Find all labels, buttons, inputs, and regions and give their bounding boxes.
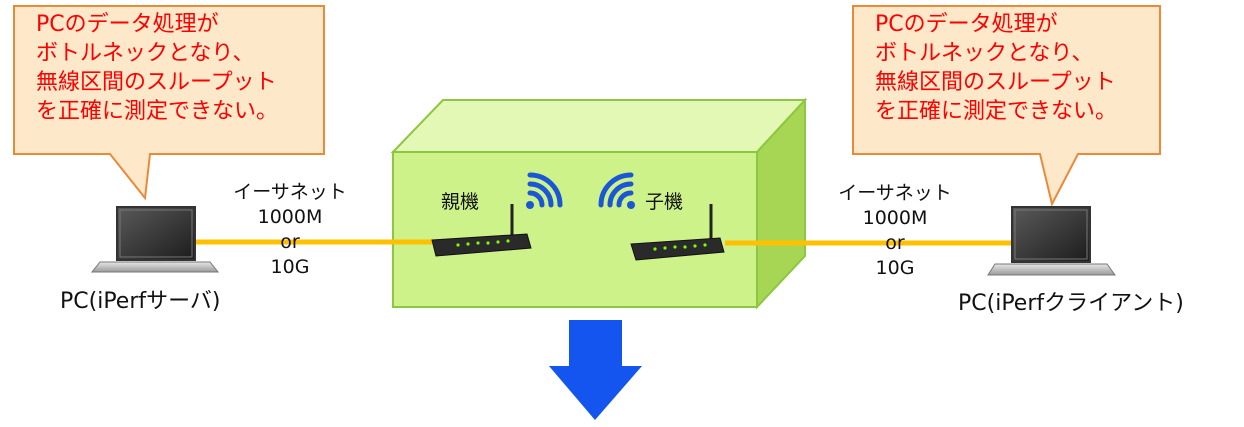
callout-right-line2: ボトルネックとなり、 (875, 41, 1094, 66)
ethernet-left-line1: イーサネット (233, 181, 347, 203)
callout-right-line4: を正確に測定できない。 (875, 99, 1118, 124)
ethernet-left-line2: 1000M (257, 206, 323, 228)
callout-left-line1: PCのデータ処理が (36, 12, 219, 37)
child-unit-label: 子機 (645, 191, 684, 213)
box-top-face (390, 99, 808, 153)
wifi-signal-icon (598, 172, 635, 209)
callout-left-line3: 無線区間のスループット (36, 70, 277, 95)
router-icon (630, 204, 725, 261)
down-arrow-icon (549, 320, 642, 420)
callout-text-right: PCのデータ処理が ボトルネックとなり、 無線区間のスループット を正確に測定で… (875, 10, 1117, 126)
ethernet-right-line4: 10G (875, 257, 915, 279)
callout-bubble-right (852, 5, 1161, 207)
ethernet-label-right: イーサネット 1000M or 10G (820, 181, 970, 281)
test-enclosure-box (390, 97, 808, 310)
callout-right-line3: 無線区間のスループット (875, 70, 1116, 95)
laptop-icon (987, 206, 1116, 276)
laptop-icon (90, 206, 220, 273)
callout-text-left: PCのデータ処理が ボトルネックとなり、 無線区間のスループット を正確に測定で… (36, 10, 278, 126)
wifi-signal-icon (526, 172, 563, 209)
callout-right-line1: PCのデータ処理が (875, 12, 1058, 37)
pc-server-label: PC(iPerfサーバ) (60, 289, 221, 314)
ethernet-label-left: イーサネット 1000M or 10G (215, 180, 365, 280)
ethernet-right-line1: イーサネット (838, 182, 952, 204)
box-front-face (392, 151, 758, 308)
pc-client-label: PC(iPerfクライアント) (958, 291, 1184, 316)
callout-left-line4: を正確に測定できない。 (36, 99, 279, 124)
ethernet-left-line4: 10G (270, 256, 310, 278)
callout-bubble-left (13, 5, 325, 201)
parent-unit-label: 親機 (441, 191, 480, 213)
ethernet-right-line3: or (885, 232, 905, 254)
ethernet-left-line3: or (280, 231, 300, 253)
callout-left-line2: ボトルネックとなり、 (36, 41, 255, 66)
ethernet-right-line2: 1000M (862, 207, 928, 229)
router-icon (431, 204, 532, 257)
